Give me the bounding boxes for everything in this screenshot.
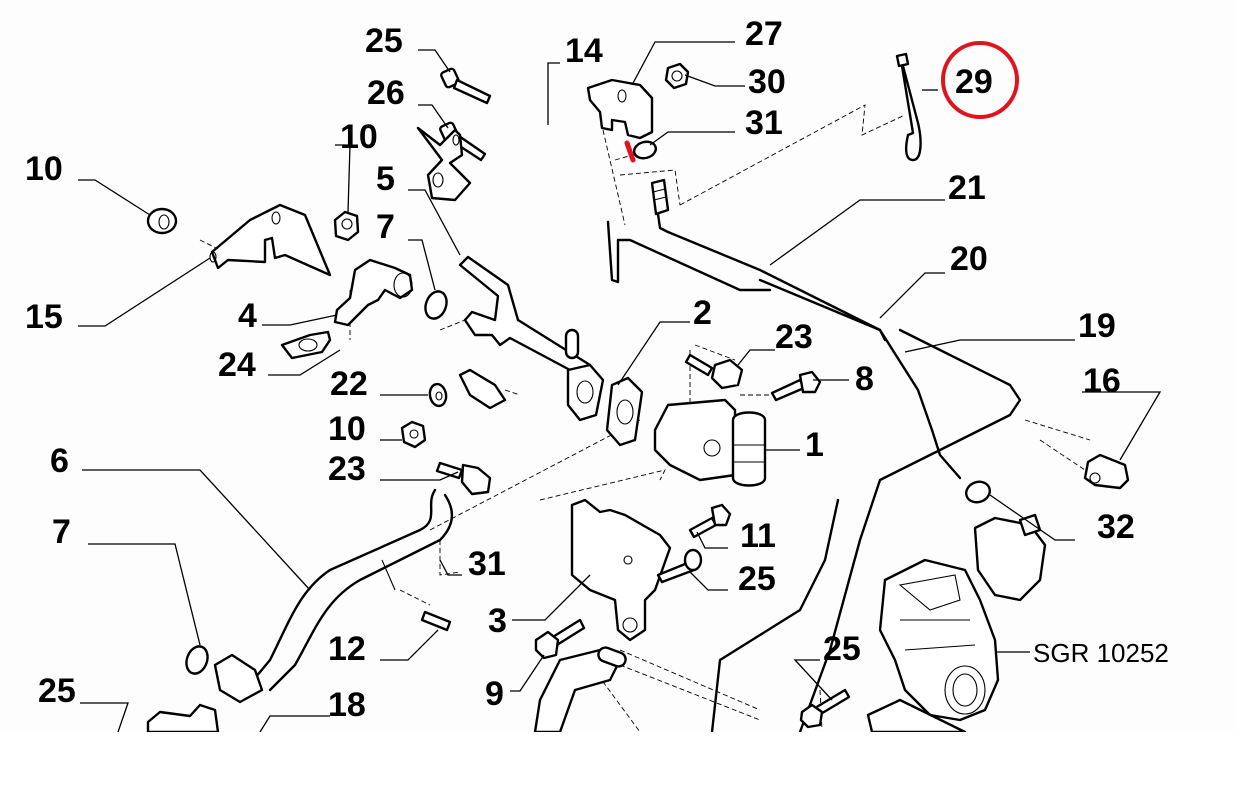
part-nut-10-left (146, 207, 178, 235)
callout-22: 22 (330, 365, 368, 403)
part-bolt-25-mid (656, 548, 703, 584)
highlight-mark (624, 140, 636, 163)
callout-9: 9 (485, 675, 504, 713)
part-bolt-8 (770, 370, 822, 402)
callout-4: 4 (238, 297, 257, 335)
part-pipe-19 (710, 328, 1022, 732)
callout-16: 16 (1083, 362, 1121, 400)
leader-lines (78, 41, 1162, 732)
callout-24: 24 (218, 346, 256, 384)
part-elbow-4 (333, 258, 414, 327)
callout-25: 25 (738, 560, 776, 598)
part-bolt-25-top (440, 67, 492, 105)
part-pipe-29 (895, 52, 922, 162)
part-nut-10-mid (333, 210, 360, 242)
part-turbo-actuator (866, 513, 1047, 732)
callout-25: 25 (823, 630, 861, 668)
callout-1: 1 (805, 426, 824, 464)
callout-10: 10 (328, 410, 366, 448)
part-sensor-27 (586, 78, 654, 140)
part-pipe-20 (758, 278, 962, 480)
part-bracket-14 (416, 126, 472, 202)
part-clip-16 (1083, 453, 1130, 490)
part-bracket-3 (570, 498, 672, 642)
callout-15: 15 (25, 298, 63, 336)
callout-10: 10 (25, 150, 63, 188)
part-nut-10-lower (400, 420, 427, 449)
callout-20: 20 (950, 240, 988, 278)
part-stud-12 (420, 610, 452, 632)
part-bolt-9 (534, 618, 586, 660)
part-gasket-2 (605, 376, 644, 447)
part-bolt-23-lower (435, 461, 492, 496)
callout-18: 18 (328, 686, 366, 724)
part-valve-1 (653, 398, 767, 487)
callout-11: 11 (740, 517, 776, 555)
part-pipe-5 (458, 255, 592, 410)
part-clip-31-top (632, 140, 658, 160)
part-clamp-18 (533, 646, 627, 732)
part-nut-30 (664, 62, 690, 90)
callout-10: 10 (340, 118, 378, 156)
part-pipe-21 (606, 212, 934, 432)
callout-8: 8 (855, 360, 874, 398)
red-highlight-stroke (624, 140, 636, 163)
callout-3: 3 (488, 602, 507, 640)
callout-7: 7 (52, 513, 71, 551)
parts-diagram: 25 14 27 30 29 26 31 10 10 5 21 7 20 15 … (25, 15, 1169, 732)
callout-31: 31 (468, 545, 506, 583)
reference-code: SGR 10252 (1033, 638, 1169, 668)
callout-23: 23 (328, 450, 366, 488)
callout-32: 32 (1097, 508, 1135, 546)
part-hose-connector (650, 178, 670, 216)
part-clamp-32 (965, 480, 991, 504)
callout-14: 14 (565, 32, 603, 70)
part-bracket-25-lower-left (146, 703, 220, 732)
callout-23: 23 (775, 318, 813, 356)
callout-19: 19 (1078, 307, 1116, 345)
part-washer-22 (428, 382, 448, 408)
callout-31: 31 (745, 104, 783, 142)
callout-labels: 25 14 27 30 29 26 31 10 10 5 21 7 20 15 … (25, 15, 1169, 724)
callout-30: 30 (748, 63, 786, 101)
part-hose-6 (213, 488, 454, 704)
diagram-drawing: 25 14 27 30 29 26 31 10 10 5 21 7 20 15 … (25, 15, 1169, 732)
callout-21: 21 (948, 169, 986, 207)
callout-26: 26 (367, 74, 405, 112)
part-flange (566, 363, 605, 422)
part-oring-7-top (424, 290, 448, 320)
highlight-circle (941, 41, 1019, 119)
part-bolt-11 (688, 503, 732, 539)
callout-29: 29 (955, 63, 993, 101)
part-bolt-23-top (684, 353, 744, 390)
callout-7: 7 (376, 208, 395, 246)
part-gasket-24 (280, 330, 332, 360)
callout-25: 25 (365, 22, 403, 60)
part-bolt-25-lower (799, 688, 851, 729)
callout-5: 5 (376, 160, 395, 198)
callout-25: 25 (38, 672, 76, 710)
callout-6: 6 (50, 442, 69, 480)
part-oring-7-lower (185, 645, 209, 675)
callout-2: 2 (693, 294, 712, 332)
callout-27: 27 (745, 15, 783, 53)
callout-12: 12 (328, 630, 366, 668)
part-bracket-15 (209, 203, 332, 277)
